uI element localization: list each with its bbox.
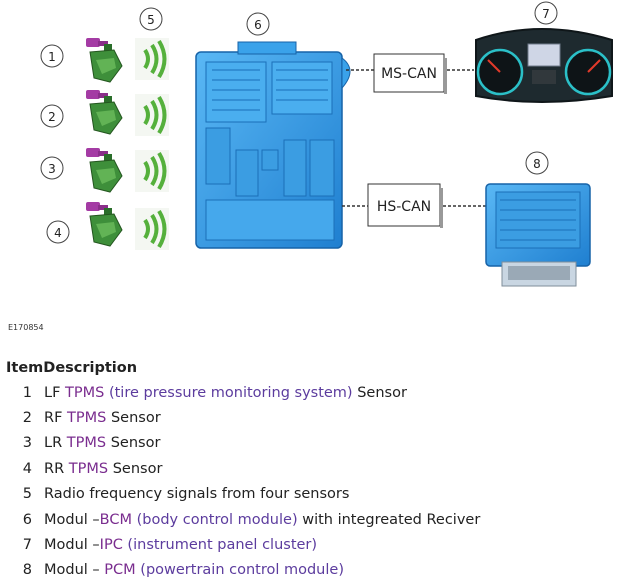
pcm-module-icon: [485, 183, 591, 287]
acronym-expansion-link[interactable]: (body control module): [132, 511, 298, 528]
radio-wave-icon: [135, 38, 169, 80]
callout-3: 3: [40, 156, 64, 180]
svg-text:4: 4: [54, 226, 62, 240]
svg-text:2: 2: [48, 110, 56, 124]
callout-2: 2: [40, 104, 64, 128]
hs-can-label: HS-CAN: [377, 199, 431, 215]
description-text: Radio frequency signals from four sensor…: [44, 486, 350, 503]
legend-row-description: LR TPMS Sensor: [44, 435, 160, 451]
acronym-link[interactable]: TPMS: [67, 410, 107, 427]
tpms-sensor-icon: [86, 148, 123, 193]
radio-wave-icon: [135, 94, 169, 136]
legend-row-description: Modul –BCM (body control module) with in…: [44, 512, 480, 528]
svg-text:5: 5: [147, 13, 155, 27]
tpms-sensor-icon: [86, 38, 123, 83]
svg-text:6: 6: [254, 18, 262, 32]
acronym-link[interactable]: TPMS: [66, 435, 107, 452]
hs-can-box: [367, 183, 441, 227]
description-text: Modul –: [44, 562, 105, 579]
description-text: Modul –: [44, 537, 100, 554]
acronym-expansion-link[interactable]: (instrument panel cluster): [122, 537, 318, 554]
description-suffix: with integreated Reciver: [297, 511, 481, 528]
acronym-link[interactable]: BCM: [99, 511, 132, 528]
system-diagram: MS-CAN HS-CAN 1 2 3 4 5: [40, 1, 613, 287]
legend-row-description: Radio frequency signals from four sensor…: [44, 486, 349, 502]
legend-row: 2 RF TPMS Sensor: [6, 405, 636, 430]
legend-row: 7 Modul –IPC (instrument panel cluster): [6, 532, 636, 557]
acronym-expansion-link[interactable]: (tire pressure monitoring system): [104, 384, 353, 401]
ms-can-label: MS-CAN: [381, 66, 437, 82]
acronym-link[interactable]: PCM: [104, 562, 136, 579]
ms-can-box: [373, 53, 445, 93]
description-text: Modul –: [44, 511, 100, 528]
radio-wave-icon: [135, 150, 169, 192]
legend-row: 5 Radio frequency signals from four senso…: [6, 482, 636, 507]
svg-text:8: 8: [533, 157, 541, 171]
legend-row-number: 6: [22, 511, 32, 528]
legend-row-number: 3: [22, 435, 32, 452]
tpms-sensor-icon: [86, 202, 123, 247]
svg-text:3: 3: [48, 162, 56, 176]
legend-row: 4 RR TPMS Sensor: [6, 456, 636, 481]
legend-header: Item Description: [6, 356, 636, 380]
legend-row-number: 1: [22, 384, 32, 401]
legend-row-description: Modul –IPC (instrument panel cluster): [44, 537, 317, 553]
description-suffix: Sensor: [106, 410, 161, 427]
legend-row-number: 2: [22, 410, 32, 427]
legend-row-number: 8: [22, 562, 32, 579]
legend-row-description: RF TPMS Sensor: [44, 410, 161, 426]
callout-4: 4: [46, 220, 70, 244]
svg-text:1: 1: [48, 50, 56, 64]
legend-row: 6 Modul –BCM (body control module) with i…: [6, 507, 636, 532]
legend-row: 8 Modul – PCM (powertrain control module): [6, 558, 636, 583]
description-text: LF: [44, 384, 66, 401]
tpms-sensor-icon: [86, 90, 123, 135]
legend-table: Item Description 1 LF TPMS (tire pressure…: [6, 356, 636, 583]
description-suffix: Sensor: [108, 460, 163, 477]
header-description: Description: [43, 360, 138, 376]
bcm-module-icon: [195, 41, 351, 249]
acronym-link[interactable]: TPMS: [68, 460, 109, 477]
legend-row-description: RR TPMS Sensor: [44, 461, 162, 477]
description-suffix: Sensor: [106, 435, 161, 452]
description-suffix: Sensor: [352, 384, 407, 401]
header-item: Item: [6, 360, 44, 376]
callout-7: 7: [534, 1, 558, 25]
svg-text:7: 7: [542, 7, 550, 21]
description-text: RR: [44, 460, 69, 477]
description-text: LR: [44, 435, 67, 452]
description-text: RF: [44, 410, 68, 427]
acronym-link[interactable]: TPMS: [65, 384, 105, 401]
acronym-expansion-link[interactable]: (powertrain control module): [135, 562, 344, 579]
legend-row: 1 LF TPMS (tire pressure monitoring syste…: [6, 380, 636, 405]
acronym-link[interactable]: IPC: [99, 537, 123, 554]
callout-8: 8: [525, 151, 549, 175]
legend-row: 3 LR TPMS Sensor: [6, 431, 636, 456]
callout-1: 1: [40, 44, 64, 68]
callout-5: 5: [139, 7, 163, 31]
legend-row-description: LF TPMS (tire pressure monitoring system…: [44, 385, 407, 401]
callout-6: 6: [246, 12, 270, 36]
radio-wave-icon: [135, 208, 169, 250]
legend-row-number: 4: [22, 460, 32, 477]
figure-id: E170854: [8, 323, 44, 332]
legend-row-number: 7: [22, 537, 32, 554]
instrument-cluster-icon: [475, 28, 613, 103]
legend-row-description: Modul – PCM (powertrain control module): [44, 562, 344, 578]
legend-row-number: 5: [22, 486, 32, 503]
